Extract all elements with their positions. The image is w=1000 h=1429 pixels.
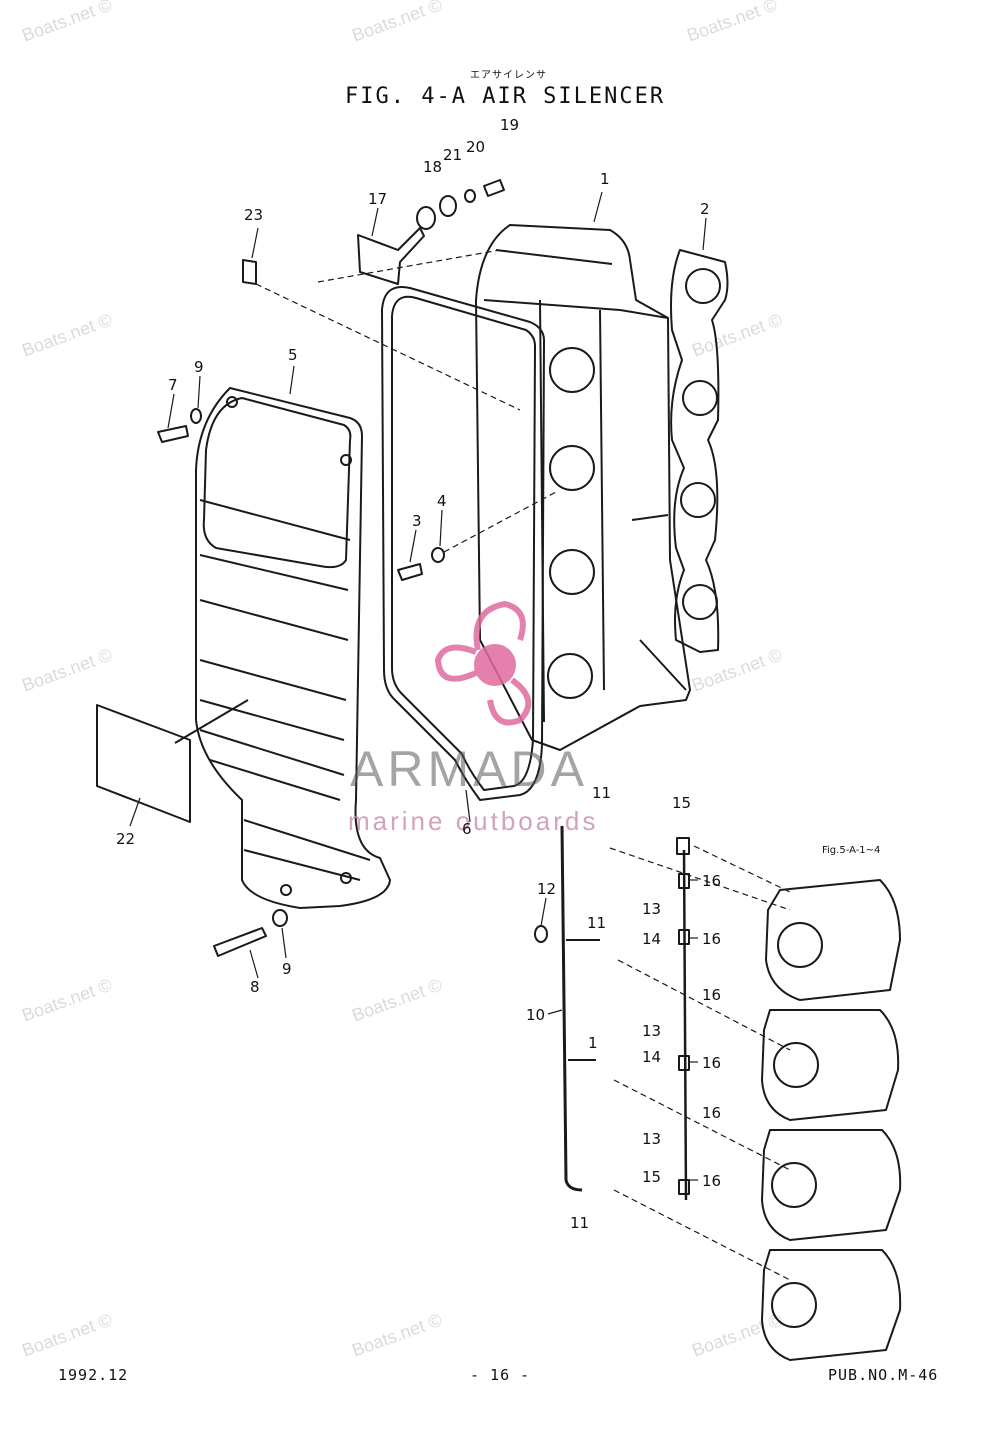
callout-22: 22 bbox=[116, 830, 136, 848]
armada-logo-emblem bbox=[434, 600, 532, 726]
callout-5: 5 bbox=[288, 346, 298, 364]
carburetor-stack bbox=[761, 879, 902, 1361]
callout-15: 15 bbox=[642, 1168, 662, 1186]
callout-17: 17 bbox=[368, 190, 388, 208]
callout-3: 3 bbox=[412, 512, 422, 530]
callout-4: 4 bbox=[437, 492, 447, 510]
callout-16: 16 bbox=[702, 986, 722, 1004]
callout-21: 21 bbox=[443, 146, 463, 164]
gasket bbox=[381, 286, 545, 801]
callout-18: 18 bbox=[423, 158, 443, 176]
armada-logo-text: ARMADA bbox=[350, 741, 588, 797]
callout-23: 23 bbox=[244, 206, 264, 224]
armada-logo-tagline: marine outboards bbox=[348, 806, 599, 836]
callout-13: 13 bbox=[642, 1130, 662, 1148]
page-title: FIG. 4-A AIR SILENCER bbox=[345, 84, 666, 109]
callout-19: 19 bbox=[500, 116, 520, 134]
callout-1: 1 bbox=[600, 170, 610, 188]
callout-8: 8 bbox=[250, 978, 260, 996]
footer-date: 1992.12 bbox=[58, 1366, 129, 1384]
callout-11: 11 bbox=[592, 784, 612, 802]
callout-20: 20 bbox=[466, 138, 486, 156]
callout-2: 2 bbox=[700, 200, 710, 218]
callout-16: 16 bbox=[702, 872, 722, 890]
callout-10: 10 bbox=[526, 1006, 546, 1024]
callout-12: 12 bbox=[537, 880, 557, 898]
title-japanese: エアサイレンサ bbox=[470, 70, 547, 81]
callout-16: 16 bbox=[702, 1104, 722, 1122]
callout-9: 9 bbox=[282, 960, 292, 978]
callout-7: 7 bbox=[168, 376, 178, 394]
footer-publication: PUB.NO.M-46 bbox=[828, 1366, 939, 1384]
callout-14: 14 bbox=[642, 930, 662, 948]
callout-6: 6 bbox=[462, 820, 472, 838]
callout-16: 16 bbox=[702, 1172, 722, 1190]
manifold-gasket bbox=[670, 249, 729, 653]
silencer-cover bbox=[195, 387, 391, 909]
label-plate bbox=[96, 704, 191, 823]
callout-15: 15 bbox=[672, 794, 692, 812]
callout-16: 16 bbox=[702, 930, 722, 948]
callout-1: 1 bbox=[588, 1034, 598, 1052]
callout-11: 11 bbox=[587, 914, 607, 932]
carburetor-reference: Fig.5-A-1~4 bbox=[822, 845, 881, 856]
callout-13: 13 bbox=[642, 900, 662, 918]
callout-14: 14 bbox=[642, 1048, 662, 1066]
callout-13: 13 bbox=[642, 1022, 662, 1040]
footer-page-number: - 16 - bbox=[470, 1366, 531, 1384]
callout-11: 11 bbox=[570, 1214, 590, 1232]
callout-9: 9 bbox=[194, 358, 204, 376]
callout-16: 16 bbox=[702, 1054, 722, 1072]
silencer-body bbox=[475, 224, 691, 751]
